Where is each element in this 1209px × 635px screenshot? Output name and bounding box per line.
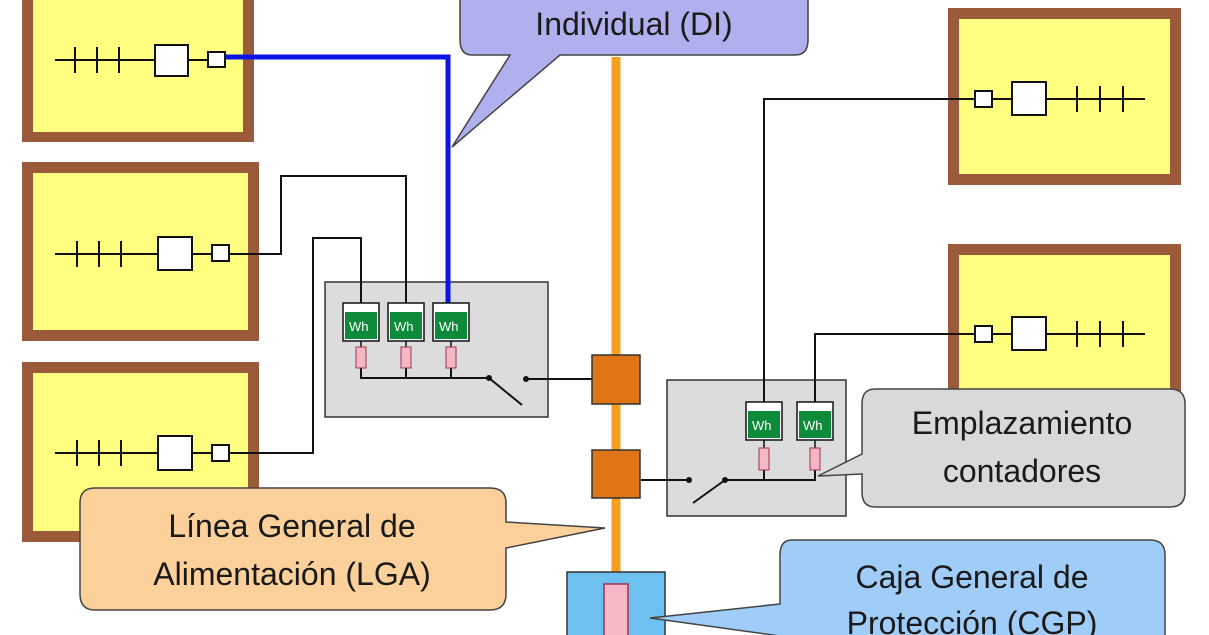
callout-cgp: Caja General de Protección (CGP) [649,539,1166,635]
meter-label: Wh [439,319,459,334]
junction-box-upper [591,354,641,405]
callout-emplazamiento-contadores: Emplazamiento contadores [817,388,1186,508]
callout-lga-line2: Alimentación (LGA) [153,556,430,592]
meter-label: Wh [803,418,823,433]
meter-right-1: Wh [745,401,783,471]
callout-cgp-line2: Protección (CGP) [847,605,1098,635]
callout-lga-line1: Línea General de [168,508,415,544]
dwelling-unit-bottom-right [948,244,1181,404]
derivation-wires-left [229,175,592,454]
dwelling-unit-top-left [22,0,254,142]
meter-left-2: Wh [387,302,425,369]
meter-left-1: Wh [342,302,380,369]
meter-label: Wh [752,418,772,433]
meter-right-2: Wh [796,401,834,471]
meter-left-3: Wh [432,302,470,369]
dwelling-unit-top-right [948,8,1181,185]
callout-cgp-line1: Caja General de [855,559,1088,595]
meter-label: Wh [349,319,369,334]
callout-lga: Línea General de Alimentación (LGA) [79,487,606,611]
derivacion-individual-line [225,54,451,305]
callout-di-text: Individual (DI) [535,6,732,42]
dwelling-unit-mid-left [22,162,259,341]
callout-derivacion-individual: Individual (DI) [451,0,809,148]
junction-box-lower [591,449,641,499]
meter-label: Wh [394,319,414,334]
derivation-wires-right [641,98,975,504]
callout-emplazamiento-line1: Emplazamiento [912,405,1133,441]
cgp-box [566,571,666,635]
callout-emplazamiento-line2: contadores [943,453,1101,489]
